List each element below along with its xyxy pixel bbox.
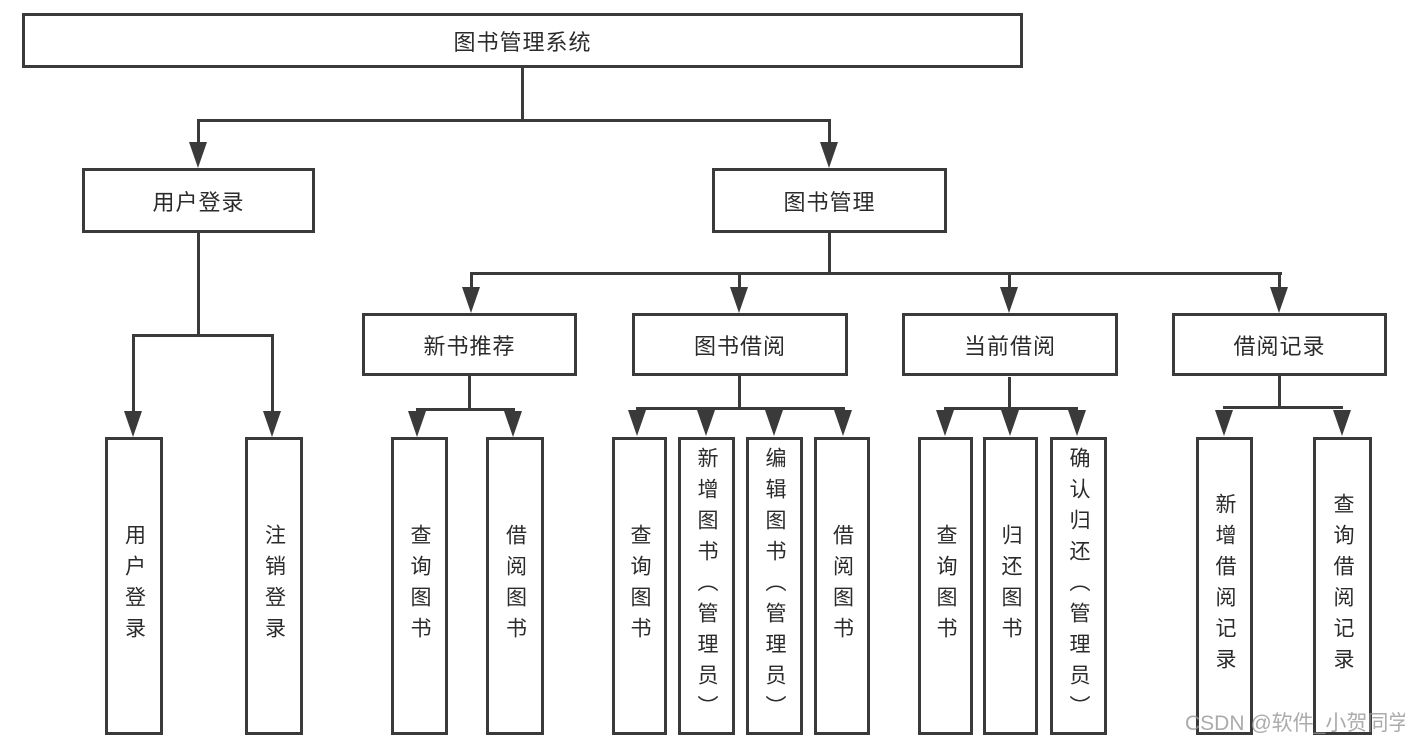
- leaf-cb-query-books-label: 查询图书: [934, 524, 957, 648]
- node-root-label: 图书管理系统: [453, 29, 592, 55]
- leaf-user-login-label: 用户登录: [122, 524, 146, 648]
- arrowhead-ul-leaf2: [263, 411, 281, 437]
- node-borrow-records: 借阅记录: [1172, 313, 1387, 376]
- node-current-borrow: 当前借阅: [902, 313, 1118, 376]
- connector-nbr-group-stem: [468, 376, 471, 409]
- node-book-management: 图书管理: [712, 168, 947, 233]
- node-user-login-label: 用户登录: [152, 189, 245, 215]
- leaf-br-query-record: 查询借阅记录: [1313, 437, 1372, 735]
- leaf-nbr-borrow-books-label: 借阅图书: [503, 524, 527, 648]
- connector-br-group-bar: [1223, 406, 1343, 409]
- arrowhead-cb-leaf3: [1068, 410, 1086, 436]
- node-user-login: 用户登录: [82, 168, 315, 233]
- leaf-br-query-record-label: 查询借阅记录: [1331, 493, 1354, 679]
- leaf-cb-return-books: 归还图书: [983, 437, 1038, 735]
- node-root: 图书管理系统: [22, 13, 1023, 68]
- arrowhead-borrow-records: [1270, 287, 1288, 313]
- node-new-book-recommend: 新书推荐: [362, 313, 577, 376]
- node-book-borrow-label: 图书借阅: [693, 333, 786, 359]
- connector-root-stem: [521, 68, 524, 120]
- connector-br-group-stem: [1278, 376, 1281, 407]
- leaf-cb-confirm-return-admin: 确认归还（管理员）: [1050, 437, 1107, 735]
- arrowhead-current-borrow: [1000, 287, 1018, 313]
- connector-cb-group-bar: [944, 407, 1078, 410]
- leaf-logout-label: 注销登录: [262, 524, 286, 648]
- connector-nbr-group-bar: [416, 408, 515, 411]
- arrowhead-new-book-recommend: [462, 287, 480, 313]
- connector-book-management-shaft: [828, 120, 831, 144]
- arrowhead-bb-leaf4: [834, 410, 852, 436]
- connector-cb-shaft: [1008, 273, 1011, 289]
- connector-nbr-shaft: [470, 273, 473, 289]
- leaf-br-add-record-label: 新增借阅记录: [1213, 493, 1236, 679]
- connector-bb-shaft: [738, 273, 741, 289]
- node-new-book-recommend-label: 新书推荐: [423, 333, 516, 359]
- arrowhead-nbr-leaf2: [504, 411, 522, 437]
- leaf-bb-add-books-admin-label: 新增图书（管理员）: [695, 446, 718, 726]
- arrowhead-br-leaf2: [1333, 410, 1351, 436]
- connector-level2-bar: [197, 119, 831, 122]
- connector-cb-group-stem: [1008, 377, 1011, 408]
- node-book-management-label: 图书管理: [783, 189, 876, 215]
- leaf-logout: 注销登录: [245, 437, 303, 735]
- leaf-bb-borrow-books-label: 借阅图书: [830, 524, 854, 648]
- connector-ul-leaf1-shaft: [132, 335, 135, 413]
- leaf-cb-return-books-label: 归还图书: [999, 524, 1022, 648]
- arrowhead-bb-leaf3: [765, 410, 783, 436]
- connector-bb-group-stem: [738, 376, 741, 408]
- arrowhead-book-borrow: [730, 287, 748, 313]
- arrowhead-ul-leaf1: [124, 411, 142, 437]
- leaf-bb-edit-books-admin: 编辑图书（管理员）: [746, 437, 803, 735]
- node-book-borrow: 图书借阅: [632, 313, 848, 376]
- connector-bb-group-bar: [636, 407, 845, 410]
- arrowhead-br-leaf1: [1215, 410, 1233, 436]
- leaf-bb-query-books-label: 查询图书: [628, 524, 651, 648]
- leaf-cb-query-books: 查询图书: [918, 437, 973, 735]
- leaf-nbr-query-books-label: 查询图书: [408, 524, 431, 648]
- node-borrow-records-label: 借阅记录: [1233, 333, 1326, 359]
- arrowhead-book-management: [820, 142, 838, 168]
- connector-bm-stem: [828, 233, 831, 274]
- arrowhead-bb-leaf2: [697, 410, 715, 436]
- connector-level3-bar: [470, 272, 1282, 275]
- leaf-bb-query-books: 查询图书: [612, 437, 667, 735]
- arrowhead-bb-leaf1: [628, 410, 646, 436]
- leaf-user-login: 用户登录: [105, 437, 163, 735]
- leaf-nbr-query-books: 查询图书: [391, 437, 448, 735]
- leaf-br-add-record: 新增借阅记录: [1196, 437, 1253, 735]
- connector-user-login-shaft: [197, 120, 200, 144]
- connector-ul-leaf2-shaft: [271, 335, 274, 413]
- connector-ul-bar: [132, 334, 274, 337]
- arrowhead-user-login: [189, 142, 207, 168]
- leaf-cb-confirm-return-admin-label: 确认归还（管理员）: [1067, 446, 1090, 726]
- arrowhead-cb-leaf1: [936, 410, 954, 436]
- arrowhead-nbr-leaf1: [408, 411, 426, 437]
- leaf-nbr-borrow-books: 借阅图书: [486, 437, 544, 735]
- connector-br-shaft: [1278, 273, 1281, 289]
- arrowhead-cb-leaf2: [1001, 410, 1019, 436]
- leaf-bb-edit-books-admin-label: 编辑图书（管理员）: [763, 446, 786, 726]
- csdn-watermark: CSDN @软件_小贺同学: [1185, 712, 1405, 735]
- connector-ul-stem: [197, 233, 200, 336]
- node-current-borrow-label: 当前借阅: [963, 333, 1056, 359]
- leaf-bb-add-books-admin: 新增图书（管理员）: [678, 437, 735, 735]
- leaf-bb-borrow-books: 借阅图书: [814, 437, 870, 735]
